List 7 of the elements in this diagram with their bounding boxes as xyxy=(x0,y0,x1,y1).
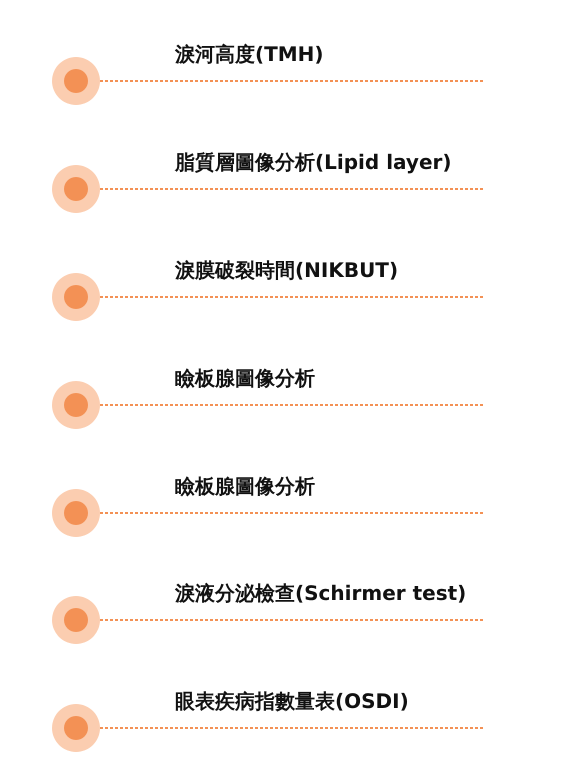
item-title: 淚河高度(TMH) xyxy=(175,41,324,68)
item-title: 淚膜破裂時間(NIKBUT) xyxy=(175,257,398,284)
item-title: 瞼板腺圖像分析 xyxy=(175,365,315,392)
item-title: 脂質層圖像分析(Lipid layer) xyxy=(175,149,452,176)
item-title: 眼表疾病指數量表(OSDI) xyxy=(175,688,409,715)
item-title: 瞼板腺圖像分析 xyxy=(175,473,315,500)
item-title: 淚液分泌檢查(Schirmer test) xyxy=(175,580,466,607)
